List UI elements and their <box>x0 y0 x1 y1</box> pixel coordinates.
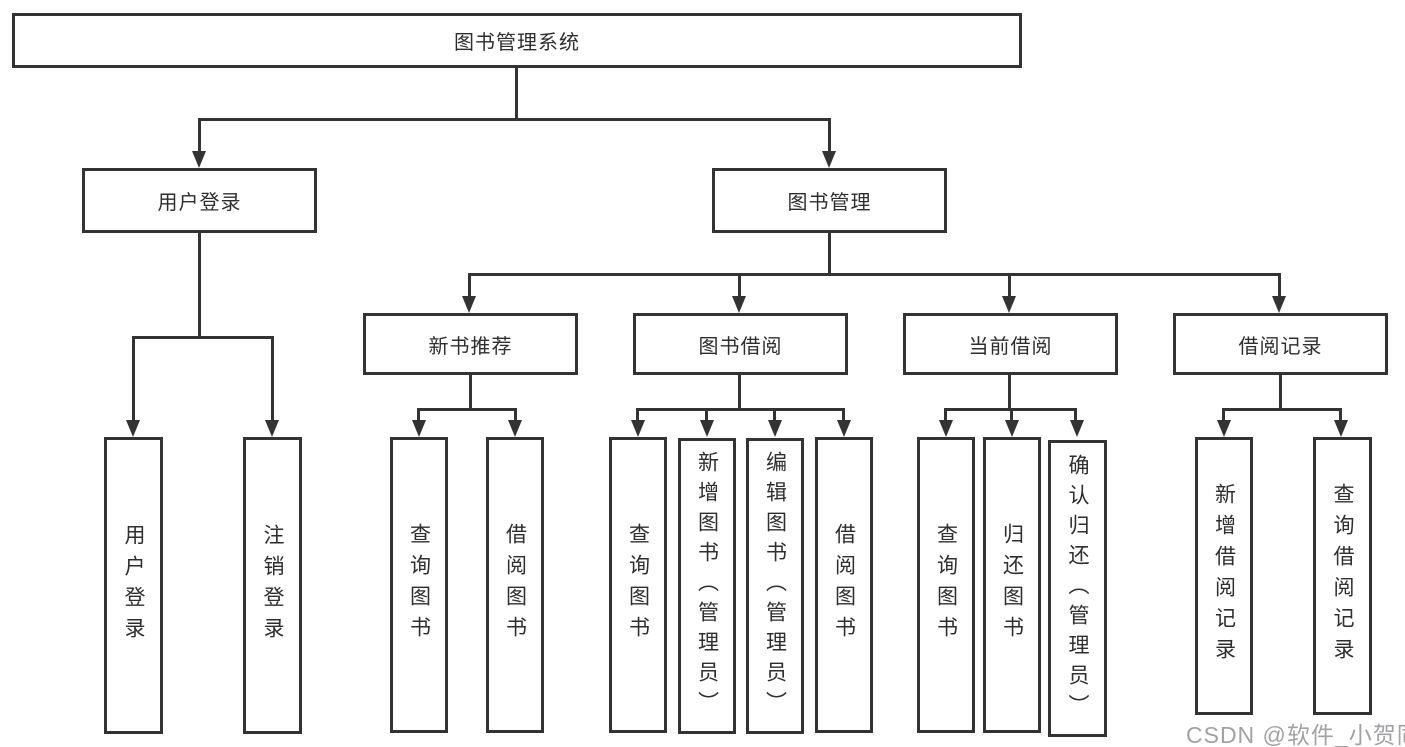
node-borrow-records: 借阅记录 <box>1173 313 1388 375</box>
connector-bb-stem <box>738 375 741 411</box>
connector-drop-book-mgmt <box>828 118 831 153</box>
arrowhead-icon <box>1217 420 1231 437</box>
connector-level3-rail <box>468 273 1281 276</box>
arrowhead-icon <box>265 420 279 437</box>
node-book-borrow: 图书借阅 <box>633 313 848 375</box>
connector-cb-stem <box>1008 375 1011 411</box>
leaf-bb-query-books: 查询图书 <box>609 437 667 733</box>
connector-nb-stem <box>469 375 472 411</box>
arrowhead-icon <box>631 420 645 437</box>
arrowhead-icon <box>732 296 746 313</box>
leaf-nb-borrow-books: 借阅图书 <box>486 437 544 733</box>
arrowhead-icon <box>126 420 140 437</box>
connector-bookmgmt-stem <box>828 233 831 276</box>
leaf-cb-query-books: 查询图书 <box>917 437 975 733</box>
node-new-book-recommend: 新书推荐 <box>363 313 578 375</box>
leaf-bb-add-books-admin: 新增图书（管理员） <box>678 438 736 734</box>
arrowhead-icon <box>508 420 522 437</box>
node-current-borrow: 当前借阅 <box>903 313 1118 375</box>
leaf-br-add-record: 新增借阅记录 <box>1195 437 1253 715</box>
node-root-library-system: 图书管理系统 <box>12 13 1022 68</box>
connector-nb-drop1 <box>417 408 420 422</box>
arrowhead-icon <box>1070 420 1084 437</box>
connector-nb-rail <box>417 408 517 411</box>
leaf-bb-borrow-books: 借阅图书 <box>815 437 873 733</box>
connector-drop-currentborrow <box>1008 273 1011 298</box>
connector-drop-leaf-login <box>132 336 135 422</box>
connector-bb-drop2 <box>705 408 708 422</box>
connector-bb-drop1 <box>636 408 639 422</box>
leaf-br-query-record: 查询借阅记录 <box>1313 437 1372 715</box>
arrowhead-icon <box>412 420 426 437</box>
connector-user-rail <box>132 336 274 339</box>
csdn-watermark: CSDN @软件_小贺同学 <box>1186 722 1405 747</box>
arrowhead-icon <box>1005 420 1019 437</box>
node-book-management: 图书管理 <box>712 168 947 233</box>
connector-drop-user-login <box>198 118 201 153</box>
leaf-nb-query-books: 查询图书 <box>390 437 448 733</box>
connector-cb-drop1 <box>944 408 947 422</box>
arrowhead-icon <box>700 420 714 437</box>
connector-cb-drop3 <box>1074 408 1077 422</box>
connector-br-stem <box>1279 375 1282 411</box>
connector-br-drop2 <box>1339 408 1342 422</box>
connector-cb-drop2 <box>1010 408 1013 422</box>
leaf-cb-confirm-return-admin: 确认归还（管理员） <box>1048 440 1107 737</box>
leaf-logout: 注销登录 <box>243 437 302 734</box>
arrowhead-icon <box>837 420 851 437</box>
arrowhead-icon <box>768 420 782 437</box>
connector-br-drop1 <box>1222 408 1225 422</box>
arrowhead-icon <box>1002 296 1016 313</box>
arrowhead-icon <box>822 151 836 168</box>
node-user-login: 用户登录 <box>82 168 317 233</box>
connector-br-rail <box>1222 408 1342 411</box>
arrowhead-icon <box>192 151 206 168</box>
leaf-cb-return-books: 归还图书 <box>983 437 1041 733</box>
connector-level2-rail <box>198 118 831 121</box>
connector-bb-drop3 <box>773 408 776 422</box>
arrowhead-icon <box>939 420 953 437</box>
connector-user-stem <box>198 233 201 339</box>
connector-drop-leaf-logout <box>271 336 274 422</box>
connector-drop-bookborrow <box>738 273 741 298</box>
arrowhead-icon <box>1334 420 1348 437</box>
connector-bb-drop4 <box>842 408 845 422</box>
leaf-bb-edit-books-admin: 编辑图书（管理员） <box>746 438 804 734</box>
connector-drop-newbook <box>468 273 471 298</box>
arrowhead-icon <box>1272 296 1286 313</box>
connector-root-stem <box>515 68 518 121</box>
connector-nb-drop2 <box>514 408 517 422</box>
connector-drop-records <box>1278 273 1281 298</box>
leaf-user-login: 用户登录 <box>104 437 163 734</box>
connector-bb-rail <box>636 408 845 411</box>
arrowhead-icon <box>462 296 476 313</box>
